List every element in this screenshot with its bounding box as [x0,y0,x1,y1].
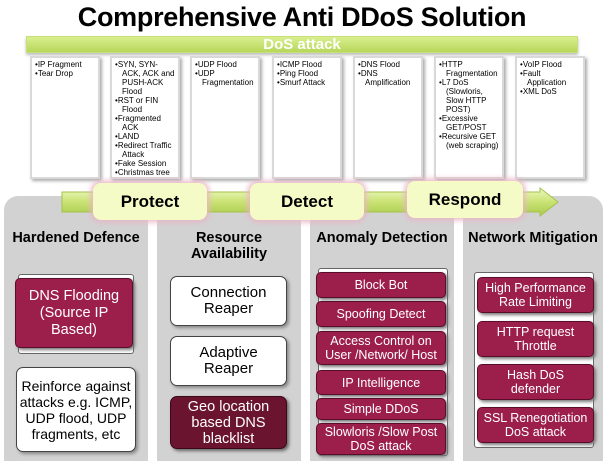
ip-intelligence-box: IP Intelligence [316,370,446,395]
attack-item: UDP Flood [195,60,256,69]
attack-column: SYN, SYN-ACK, ACK and PUSH-ACK Flood RST… [110,56,180,179]
attack-item: SYN, SYN-ACK, ACK and PUSH-ACK Flood [115,60,176,96]
attack-item: LAND [115,132,176,141]
attack-item: ICMP Flood [277,60,338,69]
simple-ddos-box: Simple DDoS [316,398,446,420]
attack-item: DNS Amplification [358,69,419,87]
panel-title: Anomaly Detection [316,230,448,246]
reinforce-box: Reinforce against attacks e.g. ICMP, UDP… [16,367,136,452]
connection-reaper-box: Connection Reaper [170,276,287,326]
slowloris-box: Slowloris /Slow Post DoS attack [316,423,446,455]
attack-item: DNS Flood [358,60,419,69]
attack-item: Christmas tree [115,168,176,177]
attack-list: SYN, SYN-ACK, ACK and PUSH-ACK Flood RST… [115,60,176,177]
attack-list: VoIP Flood Fault Application XML DoS [520,60,581,96]
geo-dns-blacklist-box: Geo location based DNS blacklist [170,396,287,449]
ssl-renegotiation-box: SSL Renegotiation DoS attack [477,407,594,443]
http-throttle-box: HTTP request Throttle [477,321,594,357]
rate-limiting-box: High Performance Rate Limiting [477,277,594,313]
attack-item: Redirect Traffic Attack [115,141,176,159]
panel-title: Network Mitigation [468,230,598,246]
attack-column: UDP Flood UDP Fragmentation [190,56,260,179]
attack-column: IP Fragment Tear Drop [30,56,100,179]
attack-item: HTTP Fragmentation [439,60,500,78]
attack-column: VoIP Flood Fault Application XML DoS [515,56,585,179]
adaptive-reaper-box: Adaptive Reaper [170,336,287,386]
attack-item: Ping Flood [277,69,338,78]
attack-item: XML DoS [520,87,581,96]
dns-flooding-box: DNS Flooding (Source IP Based) [15,278,133,348]
panel-title: Hardened Defence [12,230,140,246]
attack-item: Fragmented ACK [115,114,176,132]
attack-item: Fake Session [115,159,176,168]
attack-list: ICMP Flood Ping Flood Smurf Attack [277,60,338,87]
attack-column: ICMP Flood Ping Flood Smurf Attack [272,56,342,179]
attack-column: HTTP Fragmentation L7 DoS (Slowloris, Sl… [434,56,504,179]
block-bot-box: Block Bot [316,272,446,298]
hash-dos-defender-box: Hash DoS defender [477,364,594,400]
attack-item: Recursive GET (web scraping) [439,132,500,150]
attack-item: L7 DoS (Slowloris, Slow HTTP POST) [439,78,500,114]
attack-item: RST or FIN Flood [115,96,176,114]
attack-item: Excessive GET/POST [439,114,500,132]
phase-protect: Protect [93,183,207,220]
access-control-box: Access Control on User /Network/ Host [316,331,446,365]
panel-title: Resource Availability [190,230,268,262]
attack-item: IP Fragment [35,60,96,69]
attack-item: UDP Fragmentation [195,69,256,87]
attack-column: DNS Flood DNS Amplification [353,56,423,179]
page-title: Comprehensive Anti DDoS Solution [77,2,527,32]
attack-item: Smurf Attack [277,78,338,87]
attack-list: UDP Flood UDP Fragmentation [195,60,256,87]
attack-list: IP Fragment Tear Drop [35,60,96,78]
phase-detect: Detect [250,183,364,220]
attack-item: Fault Application [520,69,581,87]
dos-attack-banner: DoS attack [26,36,578,53]
attack-item: VoIP Flood [520,60,581,69]
attack-item: Tear Drop [35,69,96,78]
spoofing-detect-box: Spoofing Detect [316,301,446,327]
attack-list: HTTP Fragmentation L7 DoS (Slowloris, Sl… [439,60,500,150]
phase-respond: Respond [407,181,523,218]
attack-list: DNS Flood DNS Amplification [358,60,419,87]
